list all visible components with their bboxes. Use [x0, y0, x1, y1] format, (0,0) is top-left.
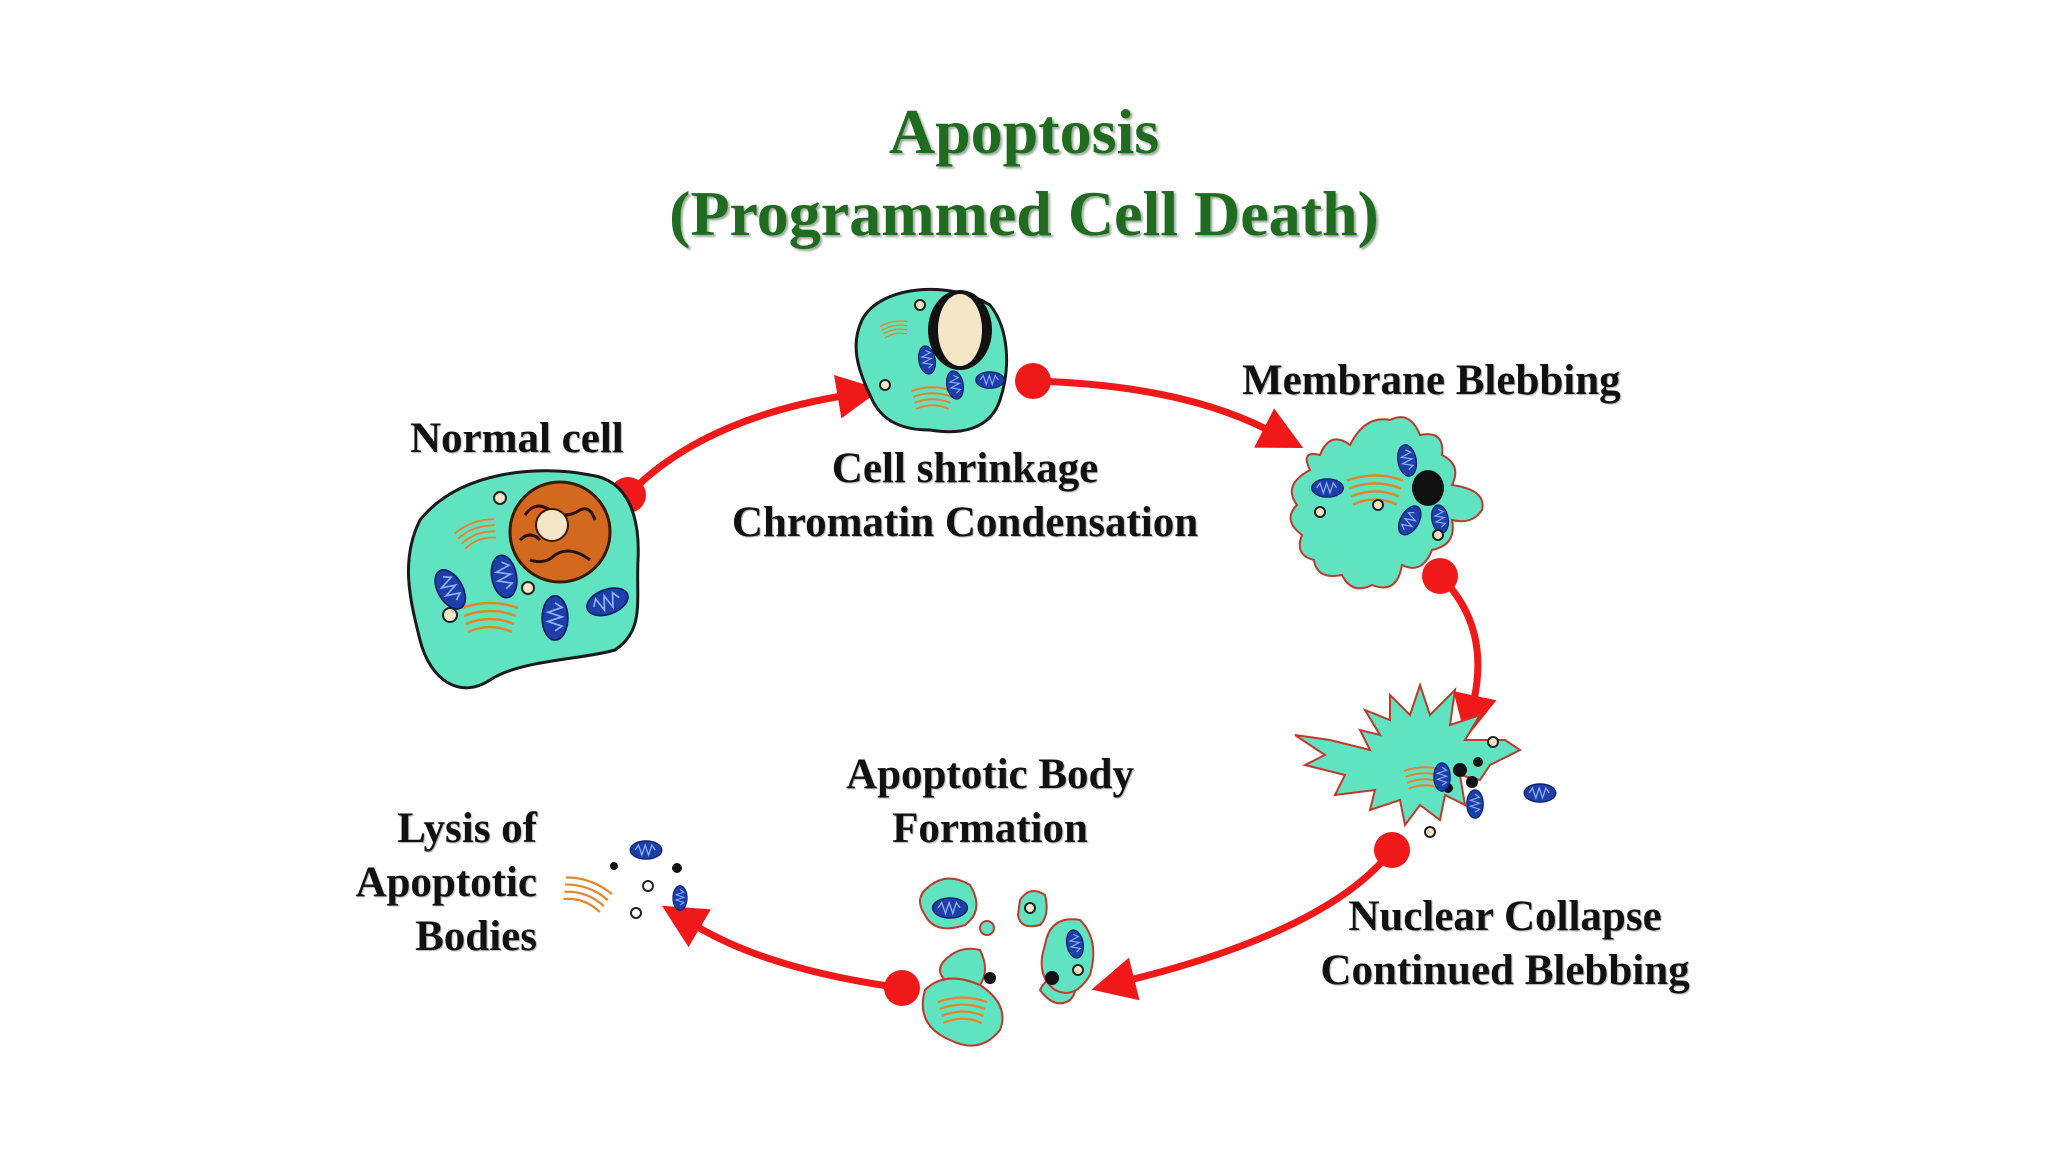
diagram-subtitle: (Programmed Cell Death)	[669, 178, 1379, 249]
apoptotic-bodies-illustration	[919, 877, 1095, 1047]
fragmented-nucleus	[1412, 470, 1444, 506]
arrow-start-dot	[1422, 558, 1458, 594]
blebbing-cell-illustration	[1289, 416, 1484, 590]
lysis-debris-illustration	[557, 840, 688, 919]
arrow-collapse-to-body	[1091, 832, 1410, 1001]
label-cell-shrinkage: Cell shrinkage Chromatin Condensation	[731, 445, 1199, 546]
arrow-start-dot	[1015, 363, 1051, 399]
label-lysis: Lysis of Apoptotic Bodies	[355, 805, 537, 960]
shrinking-cell-illustration	[854, 287, 1008, 434]
arrow-blebbing-to-collapse	[1422, 558, 1497, 739]
arrow-body-to-lysis	[661, 905, 920, 1006]
arrow-start-dot	[884, 970, 920, 1006]
label-nuclear-collapse: Nuclear Collapse Continued Blebbing	[1320, 893, 1690, 994]
arrow-shrinkage-to-blebbing	[1015, 363, 1304, 449]
label-membrane-blebbing: Membrane Blebbing	[1242, 357, 1621, 404]
label-normal-cell: Normal cell	[410, 415, 624, 462]
label-apoptotic-body: Apoptotic Body Formation	[846, 751, 1134, 852]
nucleolus	[535, 508, 569, 542]
collapsing-cell-illustration	[1294, 681, 1557, 838]
diagram-title: Apoptosis	[888, 96, 1160, 167]
arrow-start-dot	[1374, 832, 1410, 868]
normal-cell-illustration	[406, 469, 640, 690]
